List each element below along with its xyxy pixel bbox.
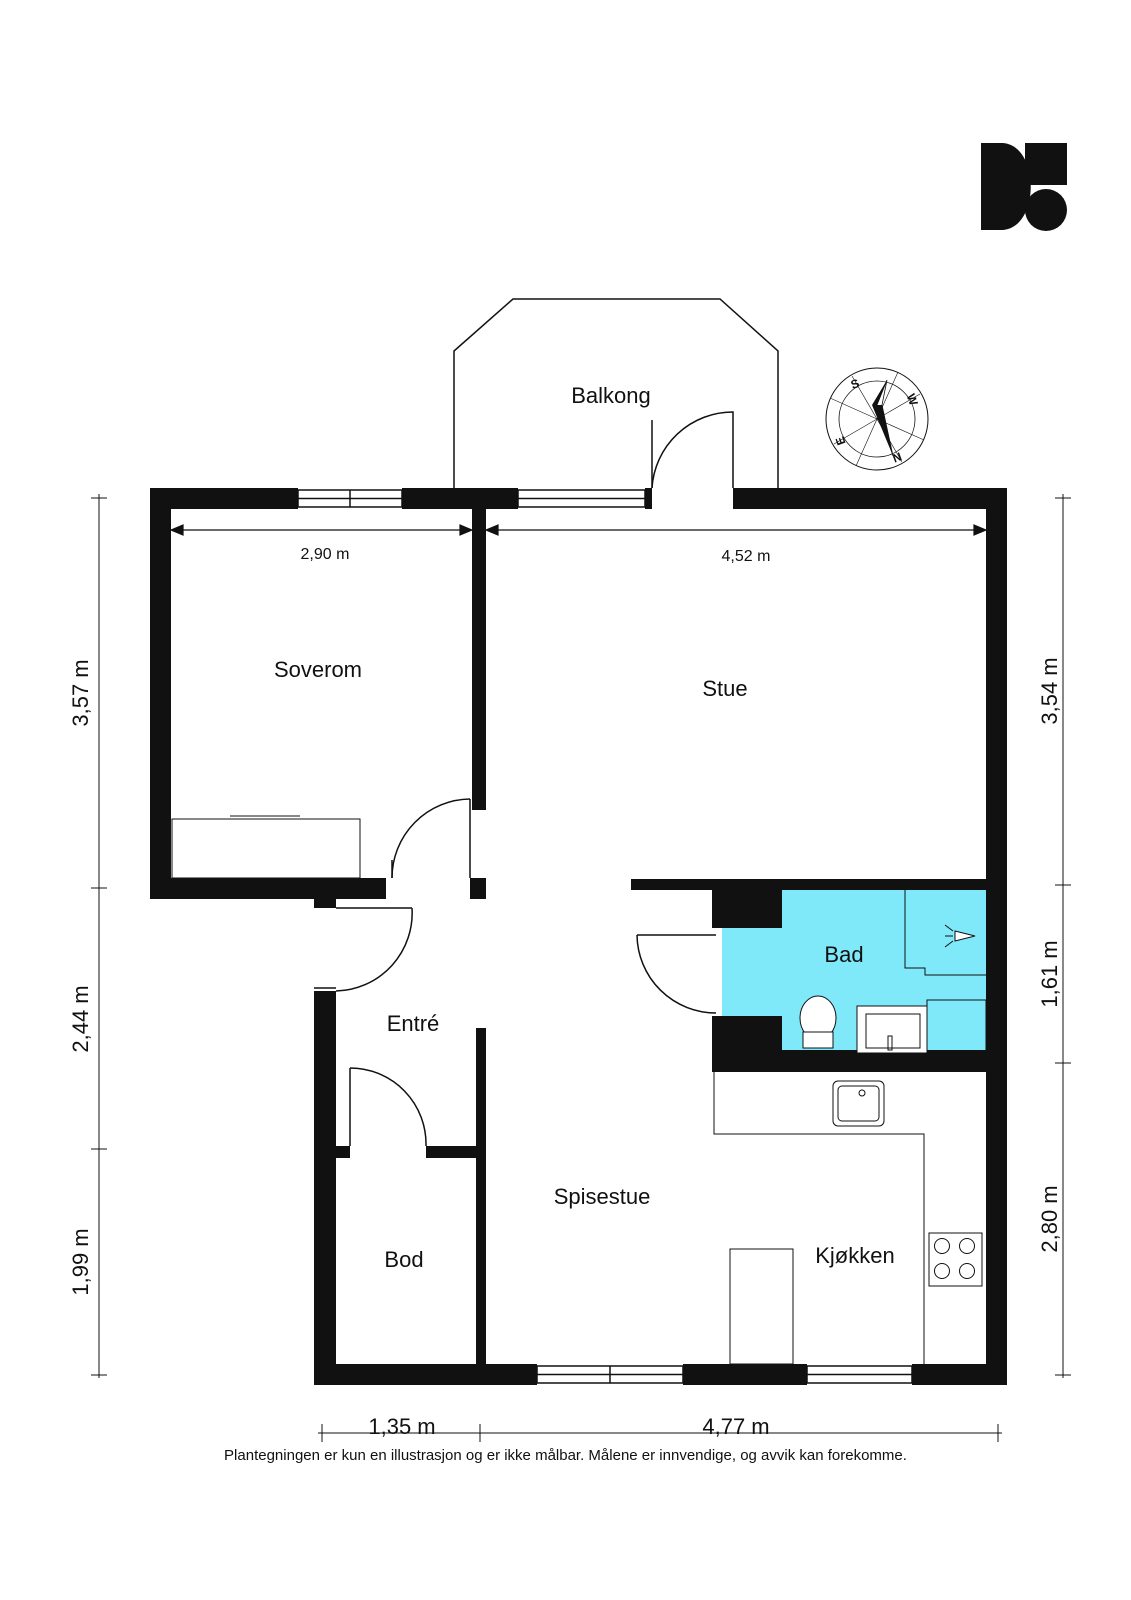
room-label-bod: Bod: [384, 1247, 423, 1272]
compass-south-label: S: [849, 376, 861, 392]
room-label-kjokken: Kjøkken: [815, 1243, 894, 1268]
dimension-right-top: 3,54 m: [1037, 657, 1062, 724]
room-labels: Balkong Soverom Stue Bad Entré Spisestue…: [274, 383, 895, 1272]
bottom-dimension-line: [318, 1424, 1002, 1442]
disclaimer-text: Plantegningen er kun en illustrasjon og …: [224, 1447, 907, 1464]
compass-north-label: N: [891, 449, 904, 465]
dimension-left-bottom: 1,99 m: [68, 1228, 93, 1295]
dimension-bottom-right: 4,77 m: [702, 1414, 769, 1439]
dimension-stue-width: 4,52 m: [722, 548, 771, 565]
doors: [314, 411, 734, 1147]
dimension-soverom-width: 2,90 m: [301, 546, 350, 563]
kitchen-fixtures: [713, 1072, 983, 1365]
room-label-balkong: Balkong: [571, 383, 651, 408]
dimension-bottom-left: 1,35 m: [368, 1414, 435, 1439]
brand-logo: [981, 143, 1067, 231]
room-label-spisestue: Spisestue: [554, 1184, 651, 1209]
room-label-entre: Entré: [387, 1011, 440, 1036]
bedroom-closet: [171, 815, 361, 879]
walls: [150, 488, 1007, 1385]
dimension-left-top: 3,57 m: [68, 659, 93, 726]
room-label-stue: Stue: [702, 676, 747, 701]
compass: N S W E: [825, 367, 929, 471]
dimension-left-middle: 2,44 m: [68, 985, 93, 1052]
right-dimension-line: [1055, 494, 1071, 1378]
interior-dimensions: [169, 524, 988, 536]
room-label-bad: Bad: [824, 942, 863, 967]
room-label-soverom: Soverom: [274, 657, 362, 682]
dimension-right-middle: 1,61 m: [1037, 940, 1062, 1007]
windows: [297, 489, 913, 1384]
bathroom-fixtures: [799, 890, 987, 1054]
balcony-outline: [453, 298, 779, 490]
compass-west-label: W: [904, 392, 921, 408]
compass-east-label: E: [833, 435, 849, 447]
dimension-right-bottom: 2,80 m: [1037, 1185, 1062, 1252]
left-dimension-line: [91, 494, 107, 1378]
